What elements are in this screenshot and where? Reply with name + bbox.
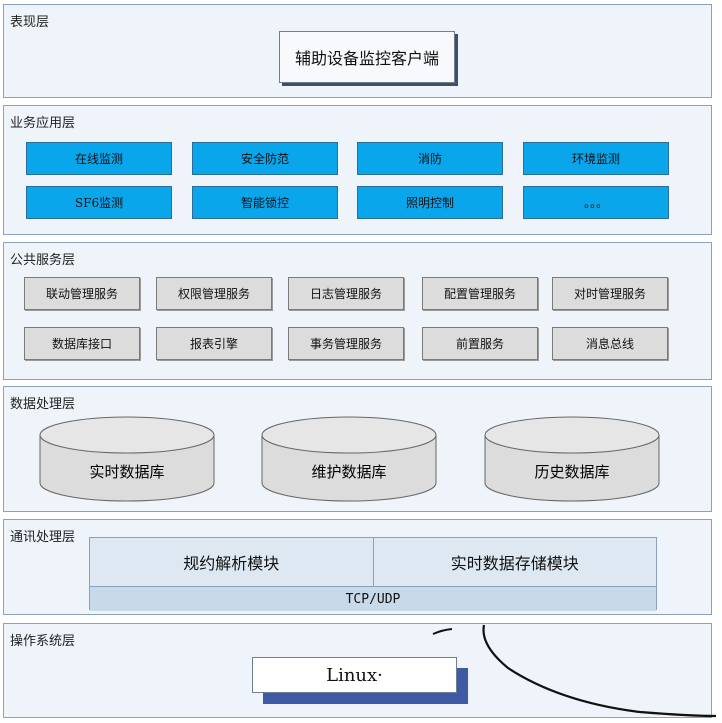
service-layer-title: 公共服务层: [10, 253, 76, 268]
service-layer: 公共服务层 联动管理服务 权限管理服务 日志管理服务 配置管理服务 对时管理服务…: [3, 242, 712, 380]
service-transaction: 事务管理服务: [288, 327, 404, 360]
monitoring-client-box: 辅助设备监控客户端: [279, 31, 455, 83]
db-history: 历史数据库: [484, 416, 660, 502]
business-layer: 业务应用层 在线监测 安全防范 消防 环境监测 SF6监测 智能锁控 照明控制 …: [3, 105, 712, 235]
db-realtime-label: 实时数据库: [89, 463, 164, 481]
business-layer-title: 业务应用层: [10, 116, 76, 131]
db-realtime: 实时数据库: [39, 416, 215, 502]
protocol-parsing-module: 规约解析模块: [90, 538, 373, 586]
business-lighting: 照明控制: [357, 186, 503, 219]
business-online-monitoring: 在线监测: [26, 142, 172, 175]
service-permission: 权限管理服务: [156, 277, 272, 310]
service-linkage: 联动管理服务: [24, 277, 140, 310]
presentation-layer: 表现层 辅助设备监控客户端: [3, 4, 712, 98]
os-layer-title: 操作系统层: [10, 634, 76, 649]
business-fire: 消防: [357, 142, 503, 175]
data-layer-title: 数据处理层: [10, 397, 76, 412]
service-frontend: 前置服务: [422, 327, 538, 360]
business-sf6: SF6监测: [26, 186, 172, 219]
realtime-storage-module: 实时数据存储模块: [372, 538, 656, 586]
business-ellipsis: 。。。: [523, 186, 669, 219]
database-cylinders: 实时数据库 维护数据库 历史数据库: [39, 416, 660, 502]
service-log: 日志管理服务: [288, 277, 404, 310]
db-maintenance-label: 维护数据库: [311, 463, 386, 481]
business-security: 安全防范: [192, 142, 338, 175]
service-db-interface: 数据库接口: [24, 327, 140, 360]
service-message-bus: 消息总线: [552, 327, 668, 360]
service-time-sync: 对时管理服务: [552, 277, 668, 310]
business-smart-lock: 智能锁控: [192, 186, 338, 219]
db-maintenance: 维护数据库: [261, 416, 437, 502]
linux-box: Linux·: [252, 657, 457, 693]
db-history-label: 历史数据库: [534, 463, 609, 481]
business-environment: 环境监测: [523, 142, 669, 175]
comm-layer-title: 通讯处理层: [10, 530, 76, 545]
comm-modules-row: 规约解析模块 实时数据存储模块: [90, 538, 656, 586]
service-config: 配置管理服务: [422, 277, 538, 310]
service-report-engine: 报表引擎: [156, 327, 272, 360]
presentation-layer-title: 表现层: [10, 15, 50, 30]
comm-module-box: 规约解析模块 实时数据存储模块 TCP/UDP: [89, 537, 657, 611]
data-layer: 数据处理层 实时数据库 维护数据库 历史数据库: [3, 386, 712, 512]
tcp-udp-bar: TCP/UDP: [90, 586, 656, 611]
